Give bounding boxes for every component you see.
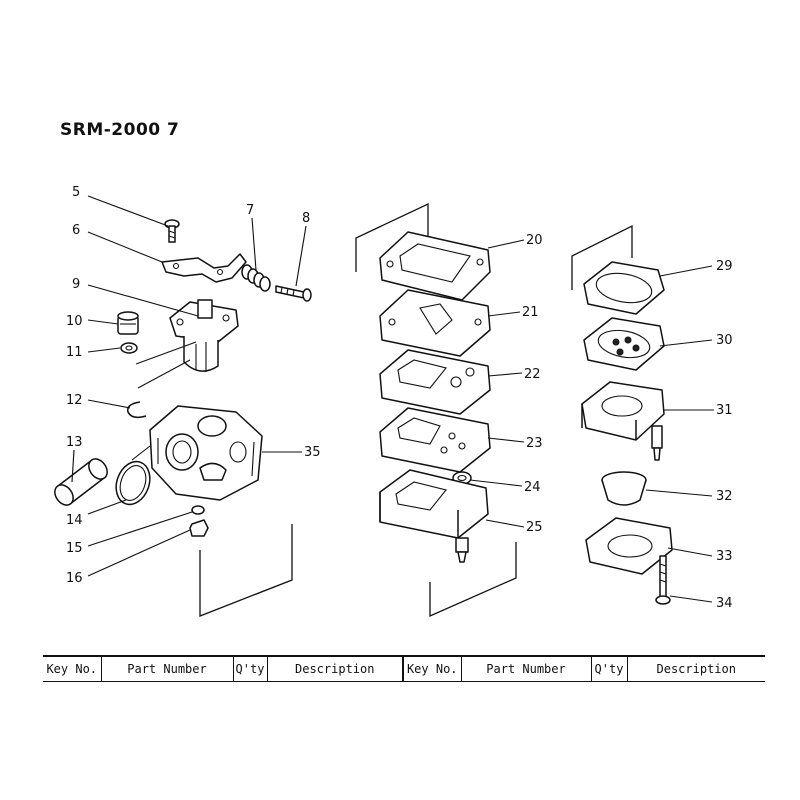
- callout-8: 8: [302, 211, 310, 226]
- callout-16: 16: [66, 571, 83, 586]
- header-qty: Q'ty: [232, 655, 267, 682]
- part-6-lever: [161, 253, 247, 283]
- callout-32: 32: [716, 489, 733, 504]
- part-9-needle-assembly: [169, 299, 239, 372]
- callout-10: 10: [66, 314, 83, 329]
- part-31-cover: [581, 381, 665, 461]
- part-16-nut: [189, 519, 209, 537]
- callout-25: 25: [526, 520, 543, 535]
- part-11-washer: [120, 342, 138, 354]
- left-leader-lines: [71, 195, 307, 577]
- header-key-no: Key No.: [43, 655, 101, 682]
- part-8-screw: [275, 285, 312, 302]
- callout-23: 23: [526, 436, 543, 451]
- callout-9: 9: [72, 277, 80, 292]
- part-14-ring: [115, 460, 151, 506]
- table-header-row: Key No. Part Number Q'ty Description Key…: [43, 655, 765, 682]
- callout-labels: 5 6 7 8 9 10 11 12 13 14 15 16 35 20 21 …: [66, 185, 733, 611]
- right-bracket: [571, 224, 633, 290]
- part-29-gasket: [583, 261, 665, 315]
- callout-7: 7: [246, 203, 254, 218]
- callout-5: 5: [72, 185, 80, 200]
- part-25-pump-body: [379, 469, 489, 563]
- part-30-diaphragm: [583, 317, 665, 371]
- part-23-plate: [379, 407, 491, 473]
- part-10-plug: [117, 311, 139, 335]
- header-part-number: Part Number: [100, 655, 233, 682]
- part-32-cup: [601, 471, 647, 506]
- part-12-clip: [127, 401, 147, 419]
- header-description: Description: [266, 655, 403, 682]
- left-bracket: [199, 524, 293, 617]
- callout-31: 31: [716, 403, 733, 418]
- middle-top-bracket: [355, 202, 429, 272]
- callout-34: 34: [716, 596, 733, 611]
- callout-22: 22: [524, 367, 541, 382]
- part-15-washer: [191, 505, 205, 515]
- middle-bottom-bracket: [429, 542, 517, 617]
- callout-21: 21: [522, 305, 539, 320]
- callout-14: 14: [66, 513, 83, 528]
- header-key-no-2: Key No.: [402, 655, 461, 682]
- callout-20: 20: [526, 233, 543, 248]
- part-35-carburetor-body: [149, 405, 263, 501]
- header-part-number-2: Part Number: [460, 655, 591, 682]
- callout-11: 11: [66, 345, 83, 360]
- middle-leader-lines: [469, 239, 525, 528]
- parts-table: Key No. Part Number Q'ty Description Key…: [43, 655, 765, 682]
- callout-33: 33: [716, 549, 733, 564]
- header-qty-2: Q'ty: [590, 655, 627, 682]
- callout-15: 15: [66, 541, 83, 556]
- page-title: SRM-2000 7: [60, 120, 180, 140]
- callout-12: 12: [66, 393, 83, 408]
- part-34-bolt: [655, 555, 671, 605]
- header-description-2: Description: [626, 655, 765, 682]
- callout-24: 24: [524, 480, 541, 495]
- part-22-gasket: [379, 349, 491, 415]
- part-20-gasket: [379, 231, 491, 301]
- part-7-spring: [241, 264, 271, 292]
- right-leader-lines: [645, 265, 714, 603]
- part-21-diaphragm: [379, 289, 491, 357]
- part-5-screw: [164, 219, 180, 243]
- part-33-plate: [585, 517, 673, 575]
- callout-29: 29: [716, 259, 733, 274]
- callout-35: 35: [304, 445, 321, 460]
- callout-13: 13: [66, 435, 83, 450]
- callout-30: 30: [716, 333, 733, 348]
- part-13-filter: [54, 458, 108, 506]
- callout-6: 6: [72, 223, 80, 238]
